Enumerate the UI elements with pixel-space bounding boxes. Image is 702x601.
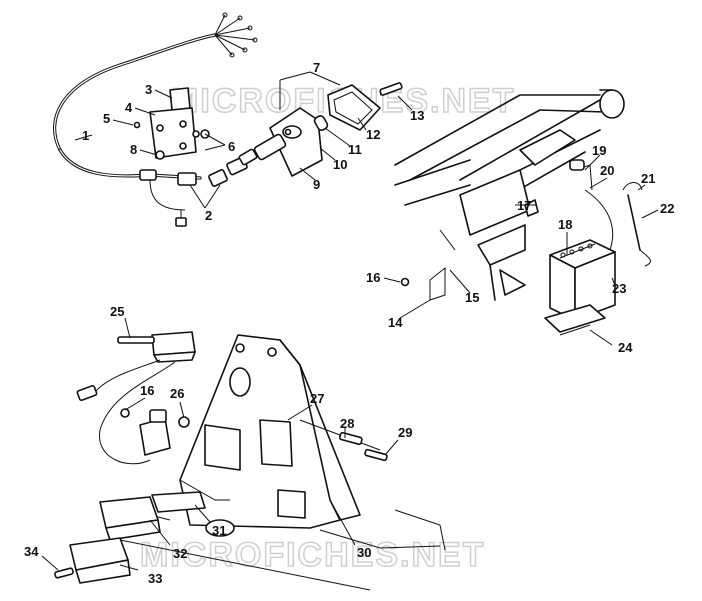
callout-26: 26 [170, 386, 184, 401]
callout-16-top: 16 [366, 270, 380, 285]
cdi-module [54, 491, 206, 584]
callout-16-bottom: 16 [140, 383, 154, 398]
callout-numbers: 1 2 3 4 5 6 7 8 9 10 11 12 13 14 15 16 1… [24, 60, 674, 586]
callout-24: 24 [618, 340, 633, 355]
callout-21: 21 [641, 171, 655, 186]
callout-13: 13 [410, 108, 424, 123]
frame-section [394, 89, 625, 301]
callout-8: 8 [130, 142, 137, 157]
wiring-harness [53, 12, 258, 227]
callout-3: 3 [145, 82, 152, 97]
callout-9: 9 [313, 177, 320, 192]
callout-32: 32 [173, 546, 187, 561]
callout-12: 12 [366, 127, 380, 142]
tail-light-assembly [238, 82, 403, 177]
callout-17: 17 [517, 198, 531, 213]
callout-15: 15 [465, 290, 479, 305]
callout-29: 29 [398, 425, 412, 440]
callout-7: 7 [313, 60, 320, 75]
callout-31: 31 [212, 523, 226, 538]
callout-20: 20 [600, 163, 614, 178]
ignition-coil [120, 408, 190, 456]
callout-18: 18 [558, 217, 572, 232]
electrical-mount-plate [119, 334, 446, 591]
battery-cables [400, 159, 651, 301]
callout-28: 28 [340, 416, 354, 431]
watermark-bottom: MICROFICHES.NET [140, 536, 485, 574]
callout-4: 4 [125, 100, 133, 115]
callout-25: 25 [110, 304, 124, 319]
callout-5: 5 [103, 111, 110, 126]
callout-6: 6 [228, 139, 235, 154]
callout-1: 1 [82, 128, 89, 143]
callout-22: 22 [660, 201, 674, 216]
callout-10: 10 [333, 157, 347, 172]
voltage-regulator [76, 331, 196, 465]
battery [544, 239, 616, 336]
callout-33: 33 [148, 571, 162, 586]
callout-2: 2 [205, 208, 212, 223]
callout-30: 30 [357, 545, 371, 560]
callout-14: 14 [388, 315, 403, 330]
callout-19: 19 [592, 143, 606, 158]
leader-lines [41, 71, 659, 571]
callout-27: 27 [310, 391, 324, 406]
callout-23: 23 [612, 281, 626, 296]
mounting-bracket [133, 87, 210, 160]
callout-34: 34 [24, 544, 39, 559]
callout-11: 11 [348, 142, 362, 157]
